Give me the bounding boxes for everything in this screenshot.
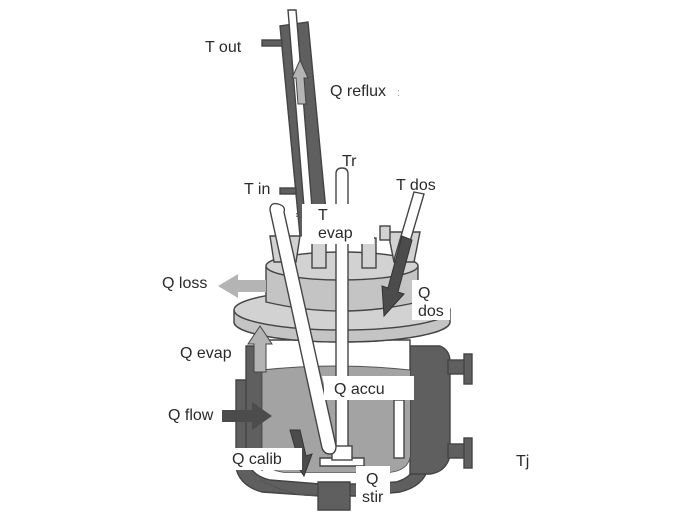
q-reflux-arrow-icon [291,58,309,105]
calibration-heater [269,202,337,455]
label-t-dos: T dos [396,177,436,194]
label-q-loss: Q loss [162,275,207,292]
label-q-dos-1: Q [418,285,430,302]
jacket-right [409,345,451,475]
label-t-in: T in [244,181,270,198]
t-in-nozzle [279,187,297,195]
q-dos-label-box [412,280,450,320]
q-loss-arrow-icon [218,274,266,298]
label-tr: Tr [342,153,357,170]
calibration-heater-overlay [322,376,340,400]
t-out-nozzle [261,39,283,47]
label-t-evap-1: T [318,207,328,224]
q-stir-label-box [356,466,390,510]
t-evap-label-box [302,204,374,244]
label-t-out: T out [205,39,242,56]
q-calib-label-box [228,448,302,470]
q-flow-arrow-icon [222,402,272,430]
label-q-dos-2: dos [418,303,444,320]
bottom-outlet-inner [259,479,321,496]
jacket-nozzle-upper-flange [463,353,473,385]
label-q-reflux-mark: : [397,87,400,99]
label-q-accu: Q accu [334,381,385,398]
label-q-flow: Q flow [168,407,214,424]
label-t-evap-2: evap [318,225,353,242]
jacket-nozzle-upper [447,359,467,375]
port-small [379,225,391,241]
baffle [393,399,405,459]
label-q-stir-1: Q [366,471,378,488]
jacket-nozzle-lower [447,443,467,459]
label-q-reflux: Q reflux [330,83,386,100]
label-q-calib: Q calib [232,451,282,468]
q-dos-arrow-icon [381,235,413,318]
label-q-evap: Q evap [180,345,232,362]
bottom-outlet [317,481,351,511]
q-evap-arrow-icon [247,325,273,373]
jacket-nozzle-lower-flange [463,437,473,469]
label-tj: Tj [516,453,529,470]
label-q-stir-2: stir [362,489,384,506]
